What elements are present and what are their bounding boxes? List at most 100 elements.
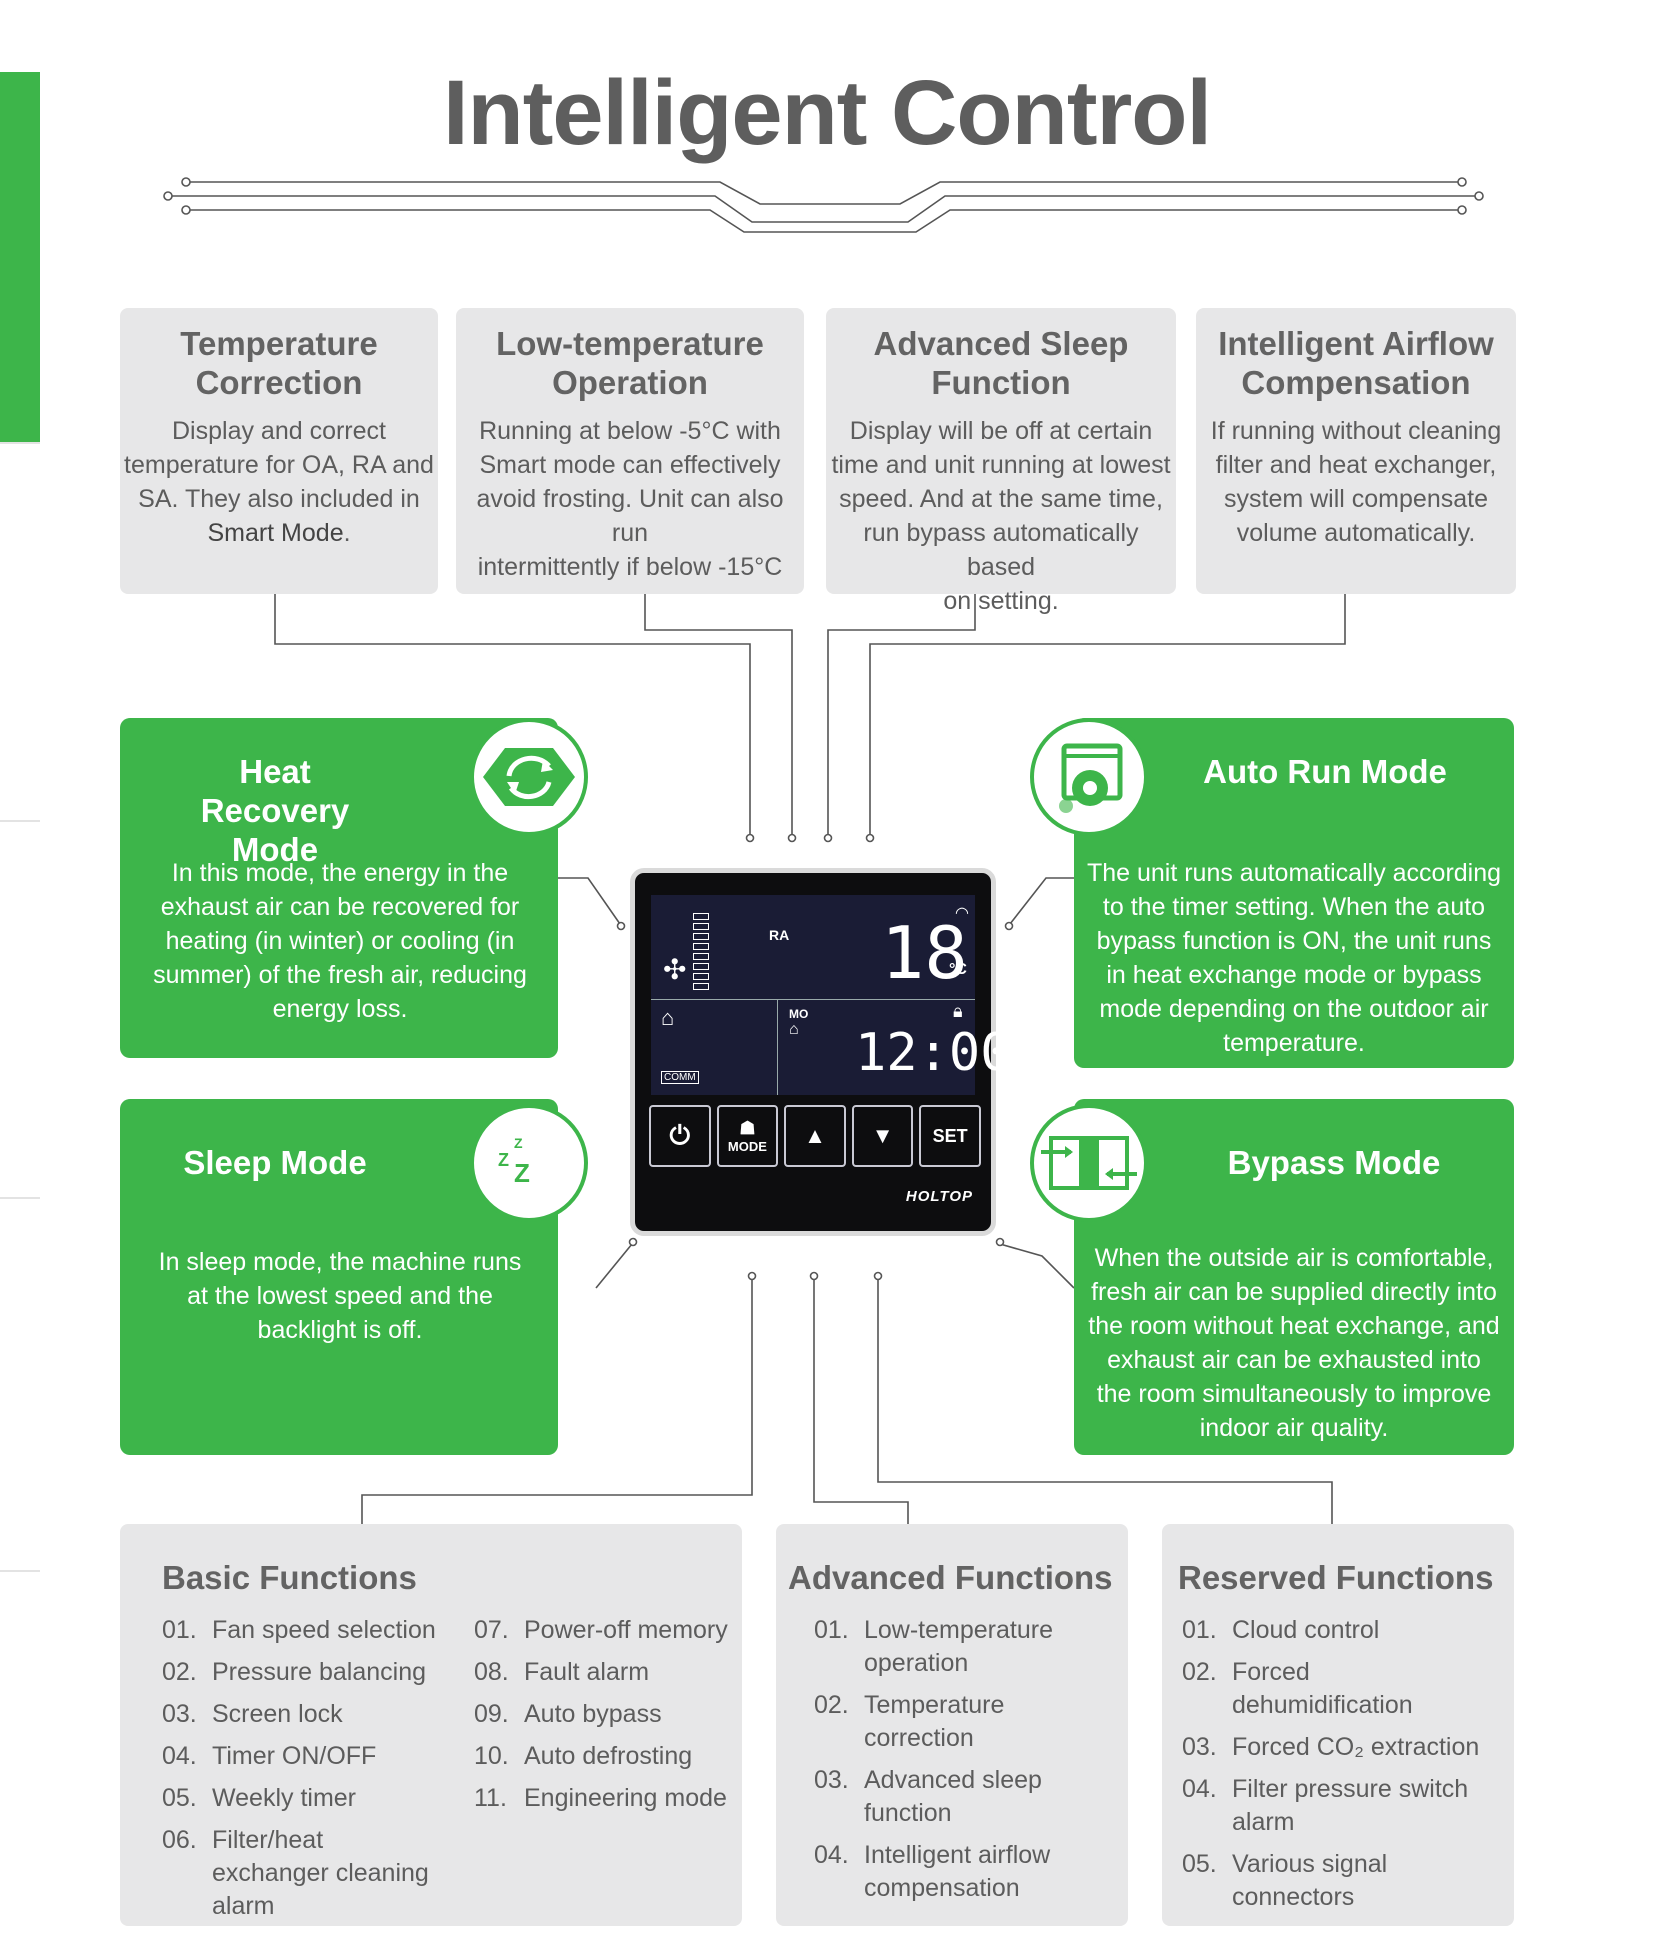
list-item: 08.Fault alarm xyxy=(474,1656,730,1689)
card-text: intermittently if below -15°C xyxy=(477,553,783,581)
list-item: 03.Forced CO₂ extraction xyxy=(1182,1731,1482,1764)
card-text: Display and correct xyxy=(172,417,386,445)
card-title: Function xyxy=(931,364,1071,401)
fan-icon: ✣ xyxy=(663,954,687,985)
item-number: 04. xyxy=(1182,1775,1217,1803)
card-text: volume automatically. xyxy=(1236,519,1476,547)
card-text: In this mode, the energy in the xyxy=(171,859,509,887)
item-text: Power-off memory xyxy=(524,1616,728,1644)
svg-text:Z: Z xyxy=(514,1158,530,1188)
list-item: 06.Filter/heat exchanger cleaning alarm xyxy=(162,1824,442,1923)
item-text: Screen lock xyxy=(212,1700,343,1728)
basic-functions-list-1: 01.Fan speed selection 02.Pressure balan… xyxy=(162,1614,442,1932)
card-text: Smart mode can effectively xyxy=(479,451,781,479)
card-title: Temperature xyxy=(180,325,378,362)
card-text: energy loss. xyxy=(272,995,408,1023)
card-title: Heat Recovery Mode xyxy=(170,752,380,869)
home-icon: ⌂ xyxy=(661,1005,675,1030)
card-text: in heat exchange mode or bypass xyxy=(1106,961,1482,989)
item-text: Timer ON/OFF xyxy=(212,1742,377,1770)
card-title: Reserved Functions xyxy=(1178,1559,1494,1596)
comm-label: COMM xyxy=(661,1071,699,1084)
controller-buttons: ⏻ ☗ MODE ▲ ▼ SET xyxy=(649,1105,981,1167)
gear-window-icon xyxy=(1030,718,1148,836)
card-title-line: Mode xyxy=(231,831,319,868)
card-text: avoid frosting. Unit can also run xyxy=(476,485,784,547)
list-item: 01.Fan speed selection xyxy=(162,1614,442,1647)
item-number: 01. xyxy=(162,1616,197,1644)
card-text: In sleep mode, the machine runs xyxy=(158,1248,522,1276)
list-item: 07.Power-off memory xyxy=(474,1614,730,1647)
item-number: 10. xyxy=(474,1742,509,1770)
list-item: 02.Pressure balancing xyxy=(162,1656,442,1689)
card-title: Sleep Mode xyxy=(183,1144,367,1181)
card-text: the room simultaneously to improve xyxy=(1096,1380,1492,1408)
list-item: 01.Cloud control xyxy=(1182,1614,1482,1647)
reserved-functions-list: 01.Cloud control 02.Forced dehumidificat… xyxy=(1182,1614,1482,1923)
down-button[interactable]: ▼ xyxy=(851,1105,914,1167)
list-item: 04. Timer ON/OFF xyxy=(162,1740,442,1773)
power-icon: ⏻ xyxy=(669,1120,691,1150)
item-number: 02. xyxy=(814,1691,849,1719)
list-item: 03.Screen lock xyxy=(162,1698,442,1731)
item-text: Engineering mode xyxy=(524,1784,727,1812)
card-text: at the lowest speed and the xyxy=(187,1282,493,1310)
card-title: Bypass Mode xyxy=(1227,1144,1441,1181)
mo-label: MO xyxy=(789,1007,809,1021)
triangle-up-icon: ▲ xyxy=(804,1123,826,1148)
item-text: Auto defrosting xyxy=(524,1742,693,1770)
item-number: 08. xyxy=(474,1658,509,1686)
item-text: Low-temperature operation xyxy=(864,1616,1053,1677)
card-text: to the timer setting. When the auto xyxy=(1102,893,1486,921)
card-text: summer) of the fresh air, reducing xyxy=(153,961,527,989)
item-text: Various signal connectors xyxy=(1232,1850,1388,1911)
moon-zzz-icon: Z Z Z xyxy=(470,1104,588,1222)
item-number: 05. xyxy=(1182,1850,1217,1878)
item-text: Forced dehumidification xyxy=(1232,1658,1413,1719)
mode-button[interactable]: ☗ MODE xyxy=(716,1105,779,1167)
item-text: Advanced sleep function xyxy=(864,1766,1042,1827)
controller-panel: ✣ RA 18 °C ◠ ⌂ COMM MO ⌂ 🔒︎ 12:00 ⏻ ☗ MO… xyxy=(630,868,1012,1236)
side-divider xyxy=(0,820,40,822)
list-item: 02. Temperature correction xyxy=(814,1689,1094,1755)
lcd-display: ✣ RA 18 °C ◠ ⌂ COMM MO ⌂ 🔒︎ 12:00 xyxy=(651,895,1012,1095)
card-title: Operation xyxy=(552,364,708,401)
item-text: Temperature correction xyxy=(864,1691,1005,1752)
low-temperature-operation-card: Low-temperature Operation Running at bel… xyxy=(456,308,804,594)
card-title: Advanced Sleep xyxy=(873,325,1129,362)
temperature-readout: 18 xyxy=(881,911,968,995)
card-title: Compensation xyxy=(1241,364,1471,401)
advanced-functions-card: Advanced Functions 01. Low-temperature op… xyxy=(776,1524,1128,1926)
advanced-sleep-function-card: Advanced Sleep Function Display will be … xyxy=(826,308,1176,615)
brand-logo: HOLTOP xyxy=(905,1188,973,1205)
set-button[interactable]: SET xyxy=(919,1105,981,1167)
item-number: 04. xyxy=(162,1742,197,1770)
side-divider xyxy=(0,442,40,444)
card-title: Advanced Functions xyxy=(788,1559,1113,1596)
card-text: temperature for OA, RA and xyxy=(124,451,434,479)
item-text: Auto bypass xyxy=(524,1700,662,1728)
item-text: Cloud control xyxy=(1232,1616,1380,1644)
card-text: filter and heat exchanger, xyxy=(1215,451,1497,479)
home-small-icon: ⌂ xyxy=(789,1021,799,1038)
card-title-line: Heat Recovery xyxy=(200,753,350,829)
card-text: fresh air can be supplied directly into xyxy=(1091,1278,1497,1306)
intelligent-airflow-compensation-card: Intelligent Airflow Compensation If runn… xyxy=(1196,308,1516,594)
clock-readout: 12:00 xyxy=(855,1023,1012,1083)
card-text: system will compensate xyxy=(1224,485,1488,513)
card-text: exhaust air can be recovered for xyxy=(160,893,520,921)
basic-functions-card: Basic Functions 01.Fan speed selection 0… xyxy=(120,1524,742,1926)
svg-text:Z: Z xyxy=(514,1135,523,1151)
wifi-icon: ◠ xyxy=(955,905,969,922)
power-button[interactable]: ⏻ xyxy=(649,1105,711,1167)
item-number: 01. xyxy=(814,1616,849,1644)
card-text: exhaust air can be exhausted into xyxy=(1107,1346,1481,1374)
item-number: 11. xyxy=(474,1784,507,1812)
advanced-functions-list: 01. Low-temperature operation 02. Temperat… xyxy=(814,1614,1094,1914)
card-text: indoor air quality. xyxy=(1199,1414,1389,1442)
item-text: Weekly timer xyxy=(212,1784,357,1812)
mode-button-label: MODE xyxy=(727,1139,767,1154)
temperature-unit: °C xyxy=(949,961,967,978)
up-button[interactable]: ▲ xyxy=(784,1105,846,1167)
